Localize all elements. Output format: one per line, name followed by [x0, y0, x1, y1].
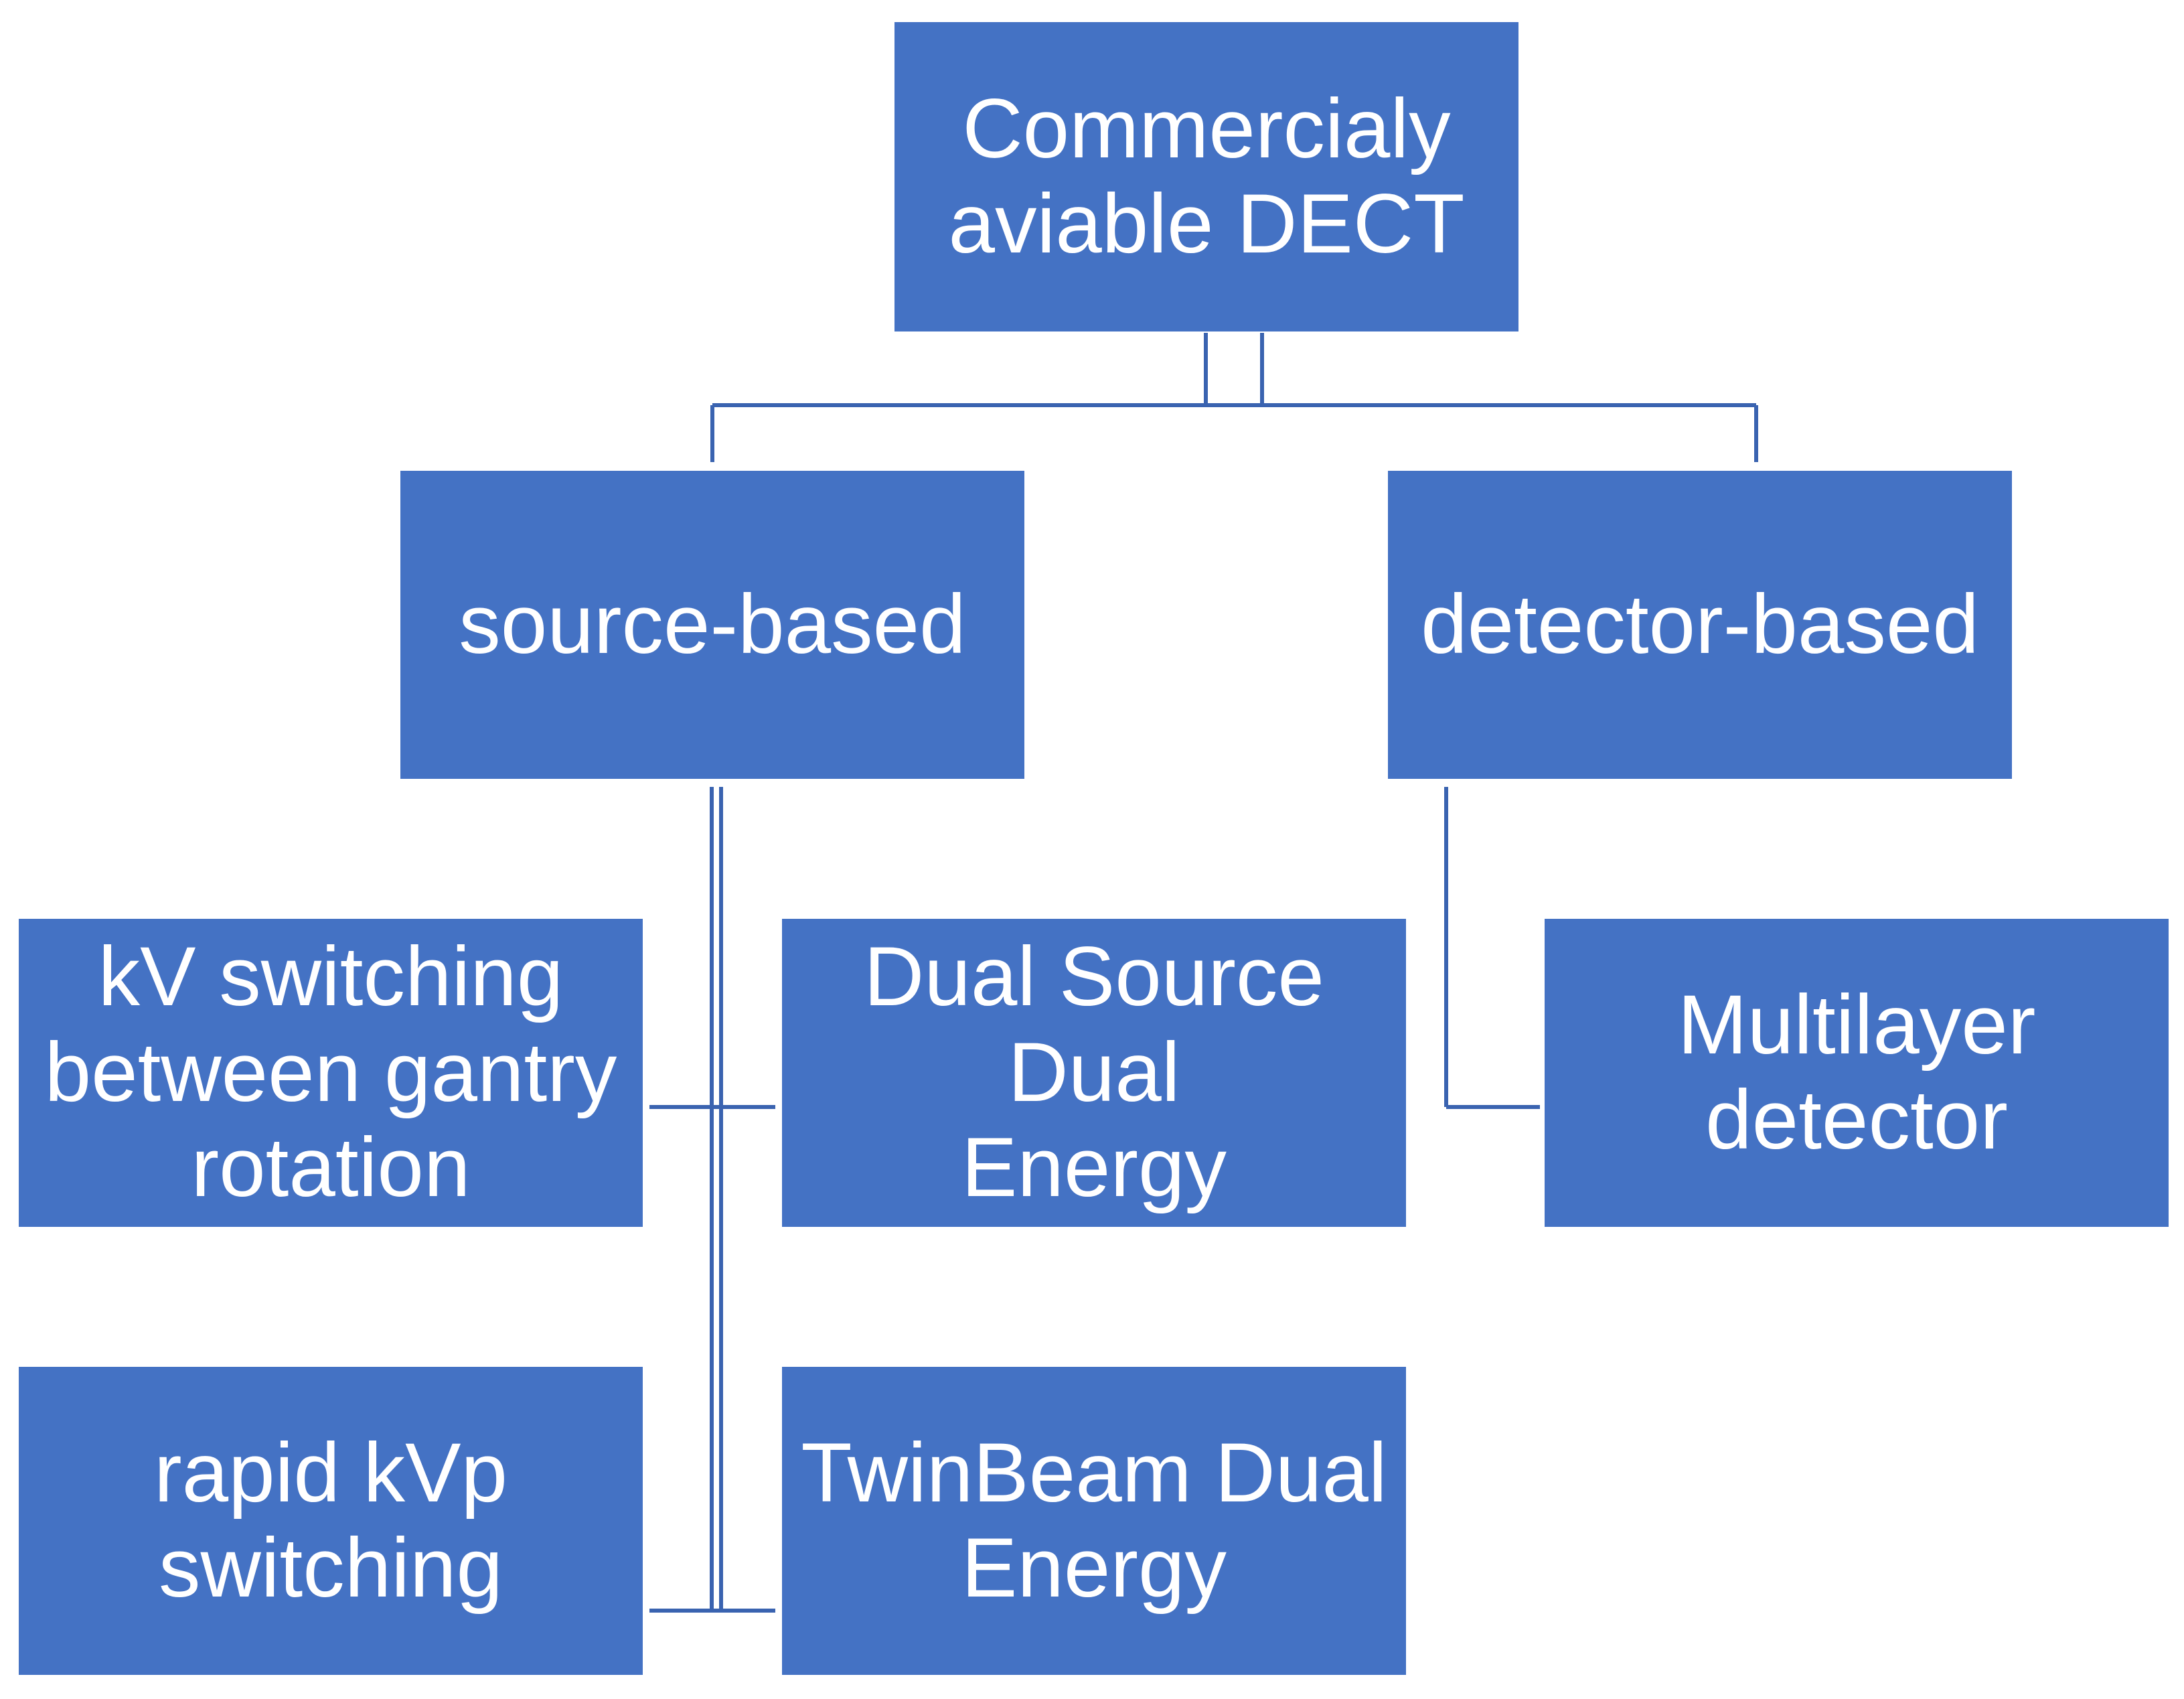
node-dual-source-dual-energy: Dual Source Dual Energy [782, 919, 1406, 1227]
node-multilayer-detector: Multilayer detector [1545, 919, 2169, 1227]
node-rapid-kvp-switching: rapid kVp switching [19, 1367, 643, 1675]
node-source-based: source-based [400, 471, 1024, 779]
node-twinbeam-dual-energy: TwinBeam Dual Energy [782, 1367, 1406, 1675]
root-node: Commercialy aviable DECT [894, 22, 1518, 331]
node-kv-switching: kV switching between gantry rotation [19, 919, 643, 1227]
node-detector-based: detector-based [1388, 471, 2012, 779]
